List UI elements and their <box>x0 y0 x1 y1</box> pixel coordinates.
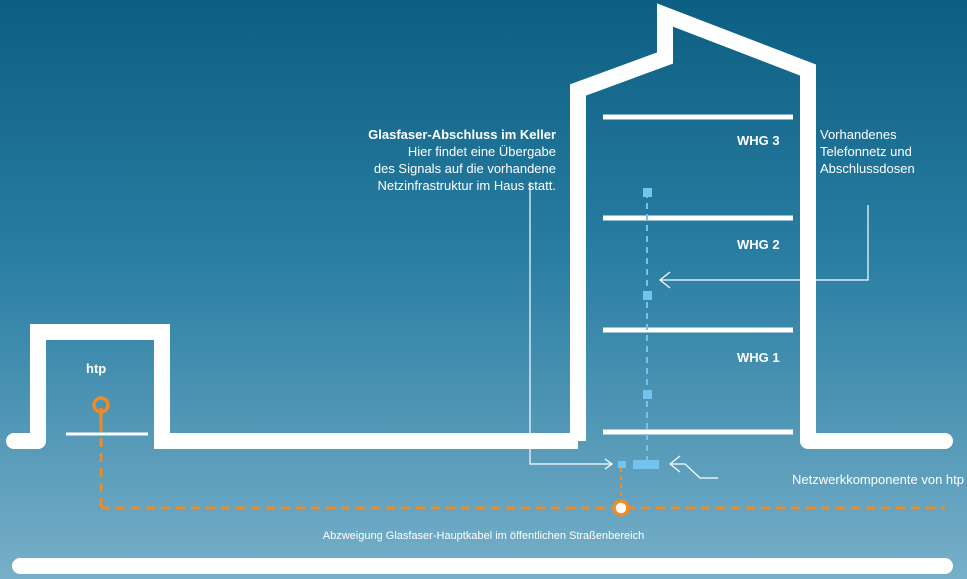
netzwerk-callout-arrowhead-icon <box>669 455 681 473</box>
socket-whg2-icon <box>643 291 652 300</box>
socket-whg3-icon <box>643 188 652 197</box>
telefonnetz-callout-arrowhead-icon <box>659 271 671 289</box>
keller-callout-line: des Signals auf die vorhandene <box>373 161 556 176</box>
keller-callout-line: Netzinfrastruktur im Haus statt. <box>377 178 556 193</box>
keller-callout-leader <box>529 182 612 465</box>
floor-label-whg2: WHG 2 <box>737 237 780 252</box>
network-component-icon <box>633 460 659 469</box>
keller-callout-line: Hier findet eine Übergabe <box>407 144 556 159</box>
telefonnetz-callout: Vorhandenes Telefonnetz und Abschlussdos… <box>820 126 915 177</box>
small-house-outline <box>30 324 578 449</box>
telefonnetz-callout-line: Telefonnetz und <box>820 144 912 159</box>
abzweigung-caption: Abzweigung Glasfaser-Hauptkabel im öffen… <box>322 530 645 542</box>
netzwerk-callout: Netzwerkkomponente von htp <box>792 472 964 487</box>
telefonnetz-callout-line: Abschlussdosen <box>820 161 915 176</box>
keller-callout-title: Glasfaser-Abschluss im Keller <box>368 127 556 142</box>
telefonnetz-callout-line: Vorhandenes <box>820 127 897 142</box>
apartment-building-outline <box>570 3 816 441</box>
keller-callout-arrowhead-icon <box>604 458 614 470</box>
small-house-label: htp <box>86 361 107 376</box>
floor-label-whg1: WHG 1 <box>737 350 780 365</box>
keller-callout: Glasfaser-Abschluss im Keller Hier finde… <box>368 126 556 194</box>
socket-whg1-icon <box>643 390 652 399</box>
floor-label-whg3: WHG 3 <box>737 133 780 148</box>
fiber-termination-box-icon <box>618 461 626 468</box>
htp-node-pin-icon <box>92 396 110 432</box>
branch-point-icon <box>612 499 630 517</box>
telefonnetz-callout-leader <box>660 205 869 281</box>
netzwerk-callout-leader <box>670 463 718 479</box>
